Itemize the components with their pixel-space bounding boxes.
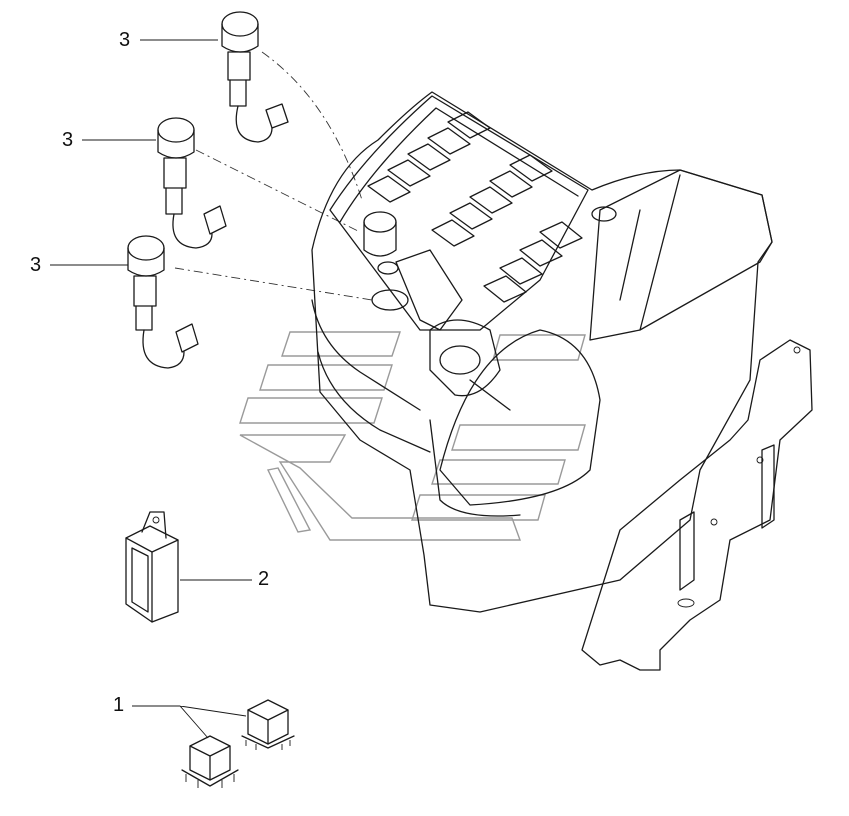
callout-leaders [50, 39, 252, 739]
rocker-switches [367, 111, 583, 303]
callout-label-3c: 3 [30, 254, 42, 276]
watermark-logo [239, 331, 586, 541]
control-console [311, 91, 773, 613]
rocker-switch-part [125, 511, 179, 623]
pushbutton-switch-3 [127, 235, 199, 369]
dashed-leaders [174, 51, 373, 301]
callout-label-1: 1 [113, 694, 125, 716]
callout-label-3b: 3 [62, 129, 74, 151]
mounting-bracket [581, 339, 813, 671]
relay-part-2 [181, 735, 239, 788]
pushbutton-switch-1 [221, 11, 289, 143]
pushbutton-switch-2 [157, 117, 227, 249]
joystick [395, 249, 511, 411]
callout-label-2: 2 [258, 568, 270, 590]
relay-part-1 [241, 699, 295, 750]
callout-label-3a: 3 [119, 29, 131, 51]
